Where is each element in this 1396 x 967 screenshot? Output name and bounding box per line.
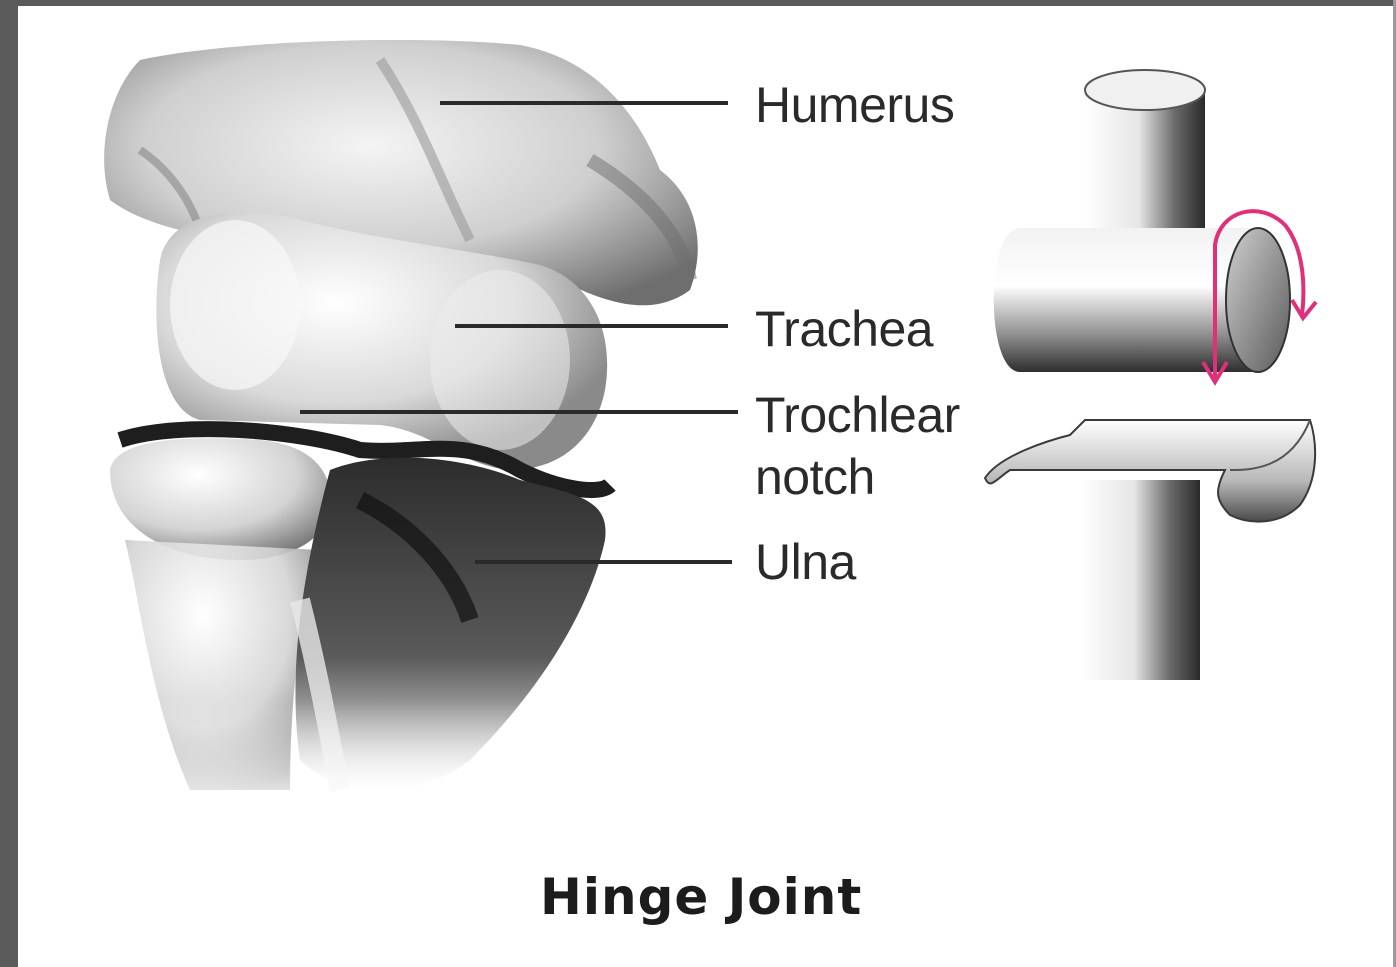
hinge-cylinder bbox=[994, 228, 1260, 372]
label-ulna: Ulna bbox=[755, 537, 856, 587]
hinge-cylinder-cap bbox=[1226, 228, 1290, 372]
hinge-lower-post bbox=[1080, 480, 1200, 680]
hinge-upper-post-top bbox=[1085, 70, 1205, 110]
label-trochlear-line2: notch bbox=[755, 452, 875, 502]
hinge-model bbox=[985, 70, 1315, 680]
label-trachea: Trachea bbox=[755, 304, 933, 354]
label-humerus: Humerus bbox=[755, 80, 954, 130]
figure-caption: Hinge Joint bbox=[540, 868, 862, 926]
label-trochlear-line1: Trochlear bbox=[755, 390, 960, 440]
elbow-anatomy bbox=[90, 40, 698, 820]
